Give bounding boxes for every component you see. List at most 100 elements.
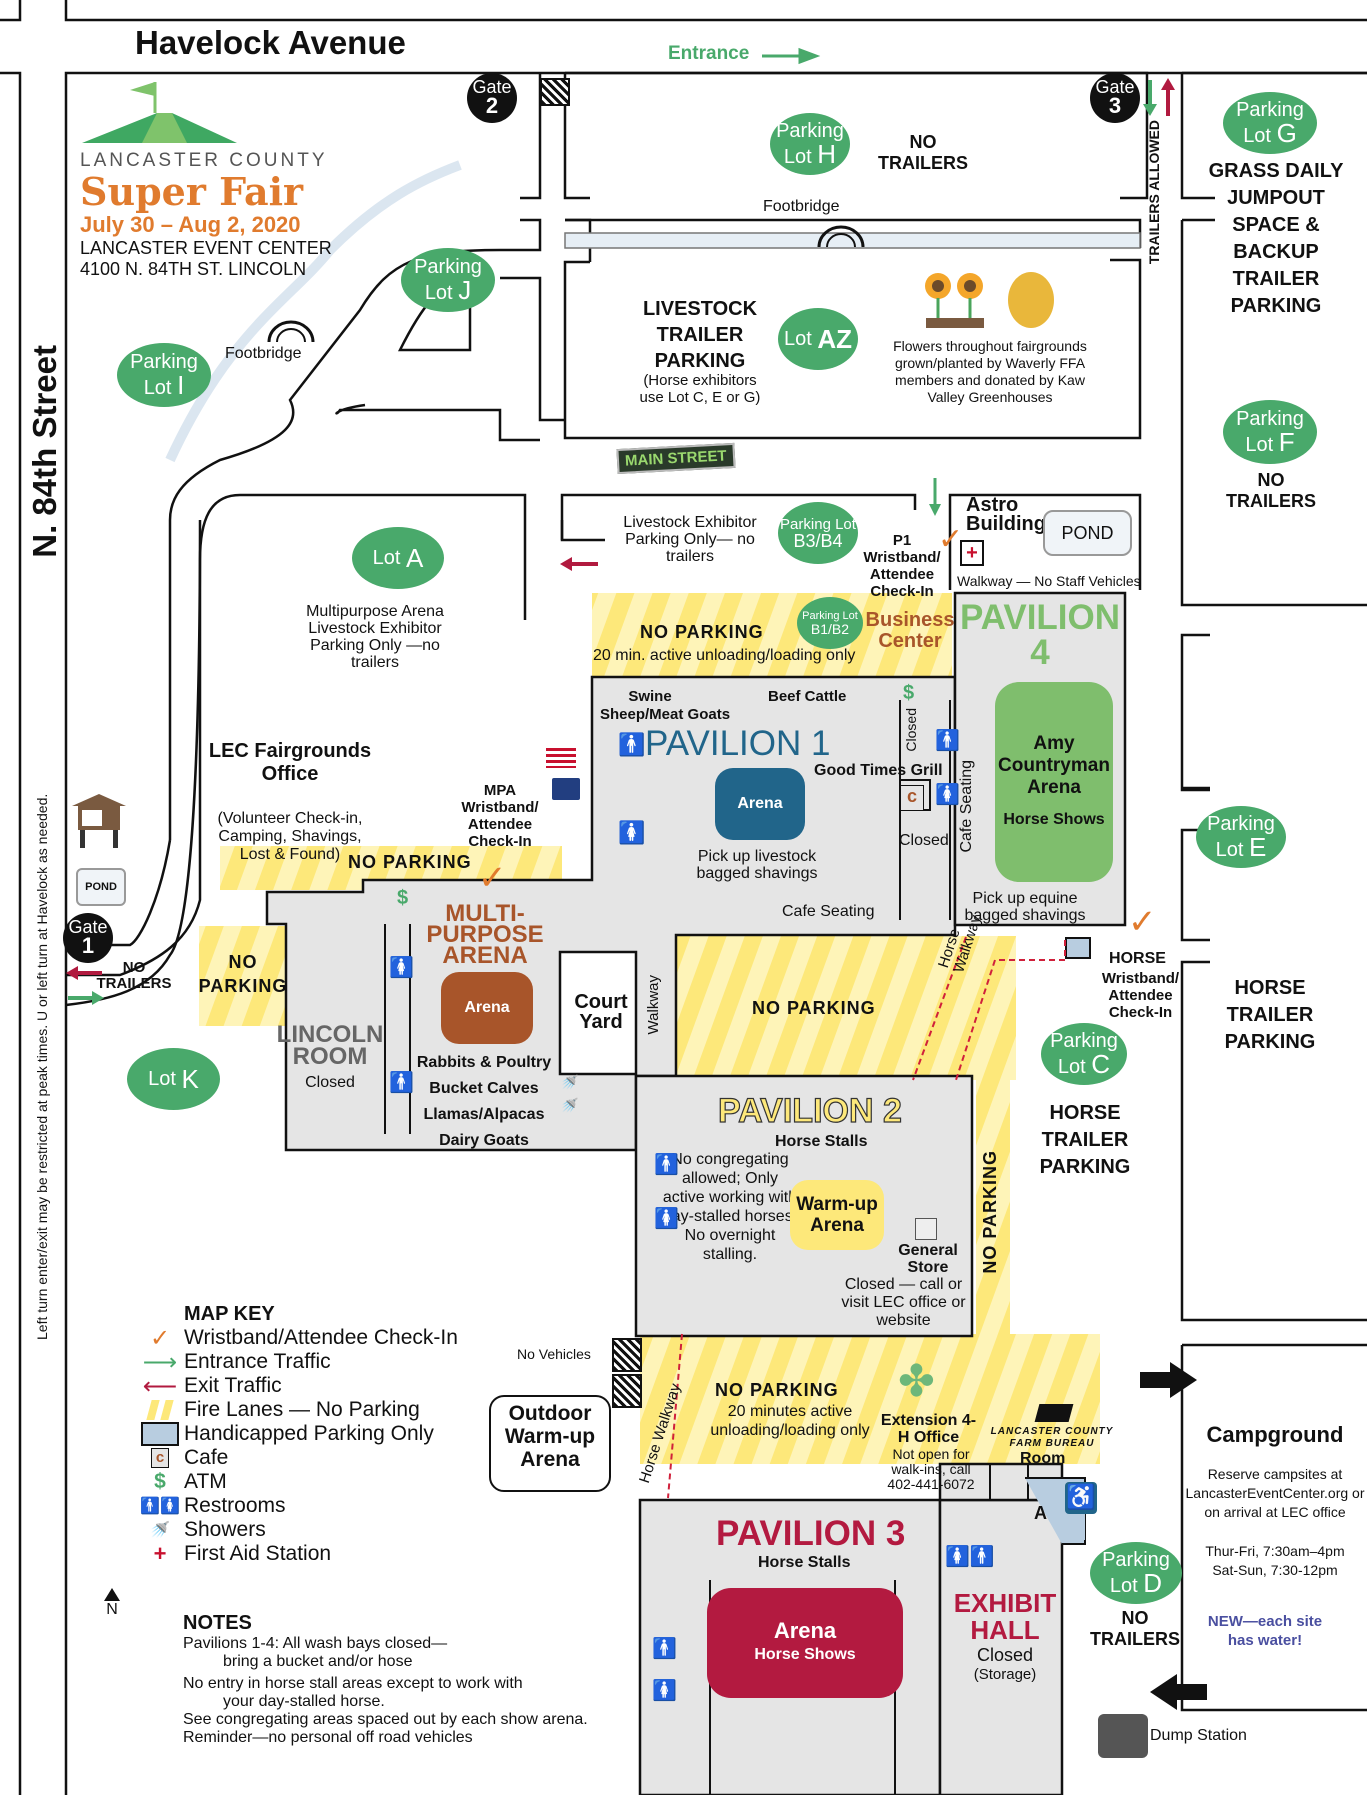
pavilion2-sub: Horse Stalls — [775, 1133, 868, 1150]
lec-office-note: (Volunteer Check-in, Camping, Shavings, … — [217, 810, 363, 863]
lot-letter: AZ — [817, 324, 853, 354]
atm-icon[interactable]: $ — [397, 887, 409, 909]
livestock-trailer-note: (Horse exhibitors use Lot C, E or G) — [639, 372, 761, 406]
lot-az[interactable]: Lot AZ — [778, 308, 858, 370]
map-key: MAP KEY ✓Wristband/Attendee Check-In ⟶En… — [140, 1303, 458, 1566]
restroom-men-icon[interactable]: 🚹 — [935, 730, 960, 752]
pavilion1-arena[interactable]: Arena — [715, 768, 805, 840]
exhibit-hall: EXHIBIT HALL — [953, 1588, 1057, 1645]
shower-icon[interactable]: 🚿 — [561, 1097, 579, 1113]
court-yard: Court Yard — [574, 991, 628, 1033]
lot-label: Parking — [776, 120, 844, 142]
lot-label: Lot — [1057, 1056, 1086, 1078]
restroom-men-icon[interactable]: 🚹 — [389, 1072, 414, 1094]
restroom-women-icon[interactable]: 🚺 — [652, 1680, 677, 1702]
gate-label: Gate — [1095, 77, 1135, 97]
pavilion4-name: PAVILION — [959, 598, 1121, 637]
legend-item: ⟶Entrance Traffic — [140, 1348, 458, 1376]
restroom-women-icon[interactable]: 🚺 — [618, 820, 646, 845]
lot-letter: D — [1143, 1568, 1163, 1598]
lot-label: Lot — [143, 377, 172, 399]
legend-label: Fire Lanes — No Parking — [184, 1398, 420, 1421]
cafe-icon[interactable]: c — [900, 785, 924, 811]
note-line: Pavilions 1-4: All wash bays closed— — [183, 1635, 448, 1652]
arena-label: Amy Countryman Arena — [998, 733, 1110, 798]
walkway-no-staff: Walkway — No Staff Vehicles — [957, 573, 1141, 589]
lot-letter: A — [406, 543, 424, 573]
lot-a[interactable]: Lot A — [352, 527, 444, 589]
pavilion2-title: PAVILION 2 — [717, 1091, 902, 1130]
general-store-note: Closed — call or visit LEC office or web… — [841, 1276, 966, 1329]
mpa-animals: Rabbits & Poultry Bucket Calves Llamas/A… — [414, 1050, 554, 1154]
sunflower-icon — [920, 268, 992, 335]
shower-icon[interactable]: 🚿 — [561, 1074, 579, 1090]
first-aid-icon[interactable]: + — [960, 540, 984, 566]
farm-bureau-logo-icon — [1034, 1404, 1074, 1422]
restroom-men-icon[interactable]: 🚹 — [652, 1638, 677, 1660]
mpa-arena[interactable]: Arena — [441, 972, 533, 1044]
no-parking-label: NO PARKING — [715, 1380, 839, 1400]
pavilion1-title: PAVILION 1 — [645, 724, 831, 763]
arena-sub: Horse Shows — [1003, 811, 1105, 828]
livestock-exhibitor-note: Livestock Exhibitor Parking Only— no tra… — [623, 514, 757, 565]
restroom-women-icon[interactable]: 🚺 — [935, 784, 960, 806]
gate-label: Gate — [472, 77, 512, 97]
notes-title: NOTES — [183, 1612, 252, 1634]
general-store: General Store — [898, 1242, 958, 1276]
lot-k[interactable]: Lot K — [127, 1048, 220, 1110]
checkmark-icon: ✓ — [938, 523, 964, 556]
lot-label: Parking Lot — [780, 515, 856, 533]
restroom-men-icon[interactable]: 🚹 — [654, 1154, 679, 1176]
handicap-icon: ♿ — [1065, 1482, 1097, 1514]
street-havelock: Havelock Avenue — [135, 24, 406, 61]
entrance-arrow-icon: ⟶ — [142, 1348, 178, 1376]
atm-icon[interactable]: $ — [903, 682, 915, 704]
notes: NOTES Pavilions 1-4: All wash bays close… — [183, 1612, 588, 1747]
legend-item: +First Aid Station — [140, 1541, 458, 1566]
lot-label: Parking — [1236, 408, 1304, 430]
lot-label: Lot — [148, 1068, 176, 1090]
legend-item: 🚹🚺Restrooms — [140, 1494, 458, 1518]
lot-label: Parking — [130, 351, 198, 373]
restroom-icon: 🚹🚺 — [140, 1498, 180, 1515]
barricade-icon — [540, 78, 570, 106]
flowers-note: Flowers throughout fairgrounds grown/pla… — [893, 338, 1087, 405]
lot-g-note: GRASS DAILY JUMPOUT SPACE & BACKUP TRAIL… — [1208, 160, 1344, 317]
lot-label: Lot — [783, 146, 812, 168]
gate-number: 1 — [81, 933, 95, 959]
cafe-seating-vertical: Cafe Seating — [958, 760, 975, 853]
legend-item: ✓Wristband/Attendee Check-In — [140, 1325, 458, 1352]
footbridge-label-2: Footbridge — [225, 345, 302, 362]
cafe-seating: Cafe Seating — [782, 903, 875, 920]
farm-bureau-line2: FARM BUREAU — [1009, 1438, 1095, 1449]
street-84th: N. 84th Street — [26, 345, 63, 558]
gate1-no-trailers: NO TRAILERS — [96, 959, 172, 992]
business-center: Business Center — [865, 609, 955, 652]
restroom-men-icon[interactable]: 🚹 — [618, 732, 646, 757]
lot-letter: H — [817, 139, 837, 169]
pavilion2-warmup[interactable]: Warm-up Arena — [790, 1180, 884, 1250]
restroom-women-icon[interactable]: 🚺 — [654, 1208, 679, 1230]
street-note: Left turn enter/exit may be restricted a… — [34, 793, 50, 1340]
restroom-icon[interactable]: 🚺🚹 — [945, 1546, 995, 1568]
legend-label: ATM — [184, 1470, 227, 1493]
restroom-women-icon[interactable]: 🚺 — [389, 957, 414, 979]
no-vehicles-label: No Vehicles — [517, 1346, 591, 1362]
legend-label: First Aid Station — [184, 1542, 332, 1565]
